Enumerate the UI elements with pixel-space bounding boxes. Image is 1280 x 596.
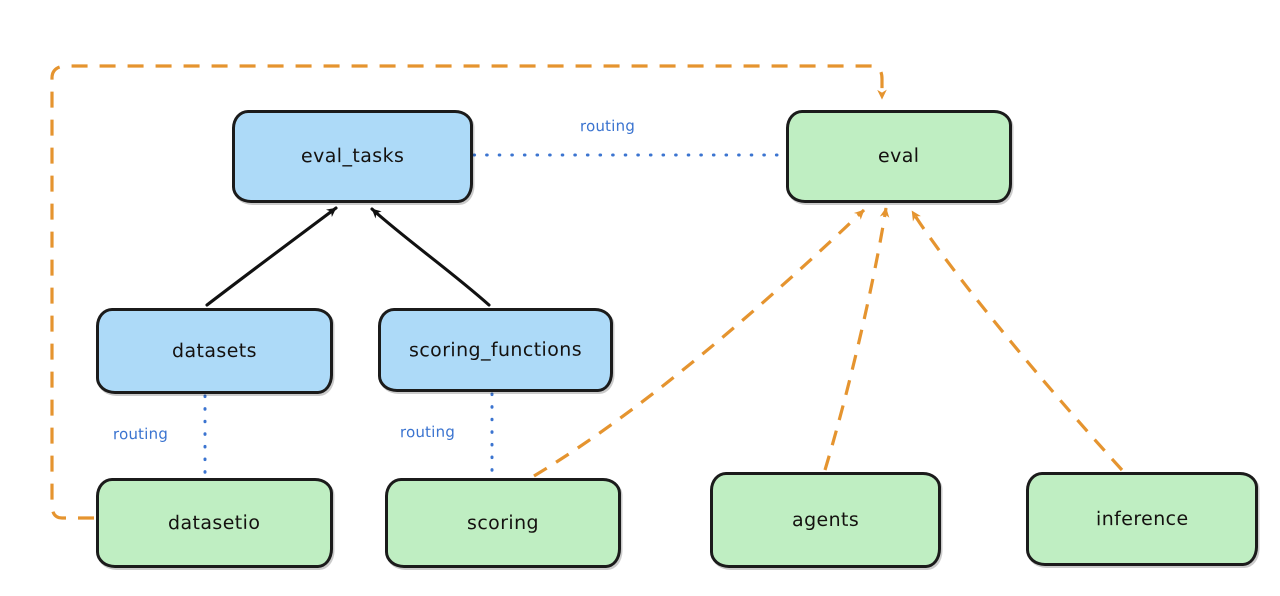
edge-label-eval-tasks-routing: routing bbox=[579, 116, 636, 136]
edge-agents-to-eval bbox=[823, 207, 890, 471]
node-label: eval_tasks bbox=[300, 144, 405, 168]
node-agents[interactable]: agents bbox=[710, 472, 941, 568]
node-eval[interactable]: eval bbox=[786, 110, 1012, 203]
node-label: datasetio bbox=[168, 511, 261, 534]
node-label: agents bbox=[791, 508, 860, 531]
node-datasets[interactable]: datasets bbox=[96, 308, 333, 394]
node-scoring[interactable]: scoring bbox=[385, 478, 621, 568]
node-label: scoring_functions bbox=[408, 338, 583, 361]
node-scoring-functions[interactable]: scoring_functions bbox=[378, 308, 613, 392]
edge-label-scoring-functions-routing: routing bbox=[399, 422, 456, 442]
edge-scoring-functions-to-eval-tasks bbox=[370, 207, 491, 307]
node-label: datasets bbox=[171, 339, 258, 362]
node-datasetio[interactable]: datasetio bbox=[96, 478, 333, 568]
edge-inference-to-eval bbox=[910, 210, 1124, 472]
node-label: eval bbox=[878, 144, 920, 168]
node-inference[interactable]: inference bbox=[1026, 472, 1258, 566]
node-eval-tasks[interactable]: eval_tasks bbox=[232, 110, 473, 203]
node-label: inference bbox=[1095, 507, 1189, 530]
edge-datasets-to-eval-tasks bbox=[205, 206, 338, 307]
node-label: scoring bbox=[466, 511, 540, 534]
edge-label-datasets-routing: routing bbox=[112, 424, 169, 444]
